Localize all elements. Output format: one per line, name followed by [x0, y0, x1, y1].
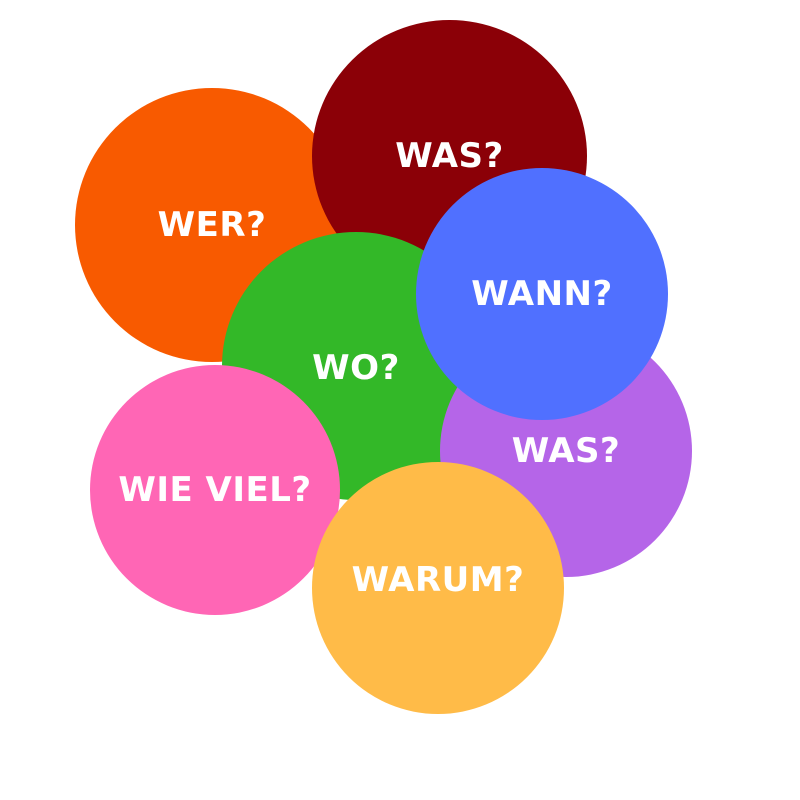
- label-wo: WO?: [312, 348, 400, 388]
- label-was-bottom: WAS?: [511, 431, 621, 471]
- circle-wann: WANN?: [416, 168, 668, 420]
- label-was-top: WAS?: [395, 136, 504, 176]
- circle-wer: WER?: [75, 88, 349, 362]
- label-wann: WANN?: [471, 274, 613, 314]
- circle-wie-viel: WIE VIEL?: [90, 365, 340, 615]
- circle-warum: WARUM?: [312, 462, 564, 714]
- label-warum: WARUM?: [351, 560, 525, 600]
- label-wer: WER?: [157, 205, 267, 245]
- label-wie-viel: WIE VIEL?: [118, 470, 312, 510]
